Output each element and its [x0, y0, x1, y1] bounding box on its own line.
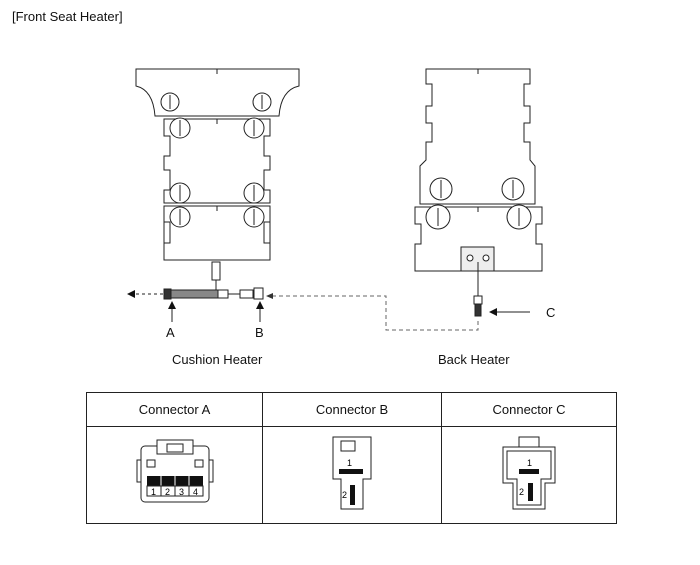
seat-heater-diagram: [127, 68, 543, 331]
cushion-heater-caption: Cushion Heater: [172, 352, 263, 367]
back-heater-caption: Back Heater: [438, 352, 510, 367]
connector-c-face: 1 2: [502, 436, 556, 509]
pin-label: 1: [347, 458, 352, 468]
pin-label: 2: [165, 487, 170, 497]
back-heater-pad: [414, 68, 543, 272]
page-title: [Front Seat Heater]: [12, 9, 123, 24]
connector-table: Connector A Connector B Connector C: [86, 392, 617, 524]
connector-b-face: 1 2: [332, 436, 372, 509]
pin-label: 2: [519, 487, 524, 497]
connector-b-header: Connector B: [262, 392, 442, 427]
connector-a-header: Connector A: [86, 392, 263, 427]
pin-label: 2: [342, 490, 347, 500]
connector-c-header: Connector C: [441, 392, 617, 427]
cushion-heater-pad: [135, 68, 300, 261]
pin-label: 3: [179, 487, 184, 497]
label-c: C: [546, 305, 556, 320]
label-b: B: [255, 325, 264, 340]
connector-a-face: 1 2 3 4: [136, 439, 213, 502]
cushion-harness: [163, 261, 264, 300]
clip-icon: [160, 92, 272, 228]
label-a: A: [166, 325, 175, 340]
connector-c-cell: 1 2: [441, 426, 617, 524]
connector-b-cell: 1 2: [262, 426, 442, 524]
pin-label: 1: [151, 487, 156, 497]
pin-label: 4: [193, 487, 198, 497]
back-harness: [473, 262, 483, 317]
connector-a-cell: 1 2 3 4: [86, 426, 263, 524]
pin-label: 1: [527, 458, 532, 468]
clip-icon: [425, 177, 532, 230]
